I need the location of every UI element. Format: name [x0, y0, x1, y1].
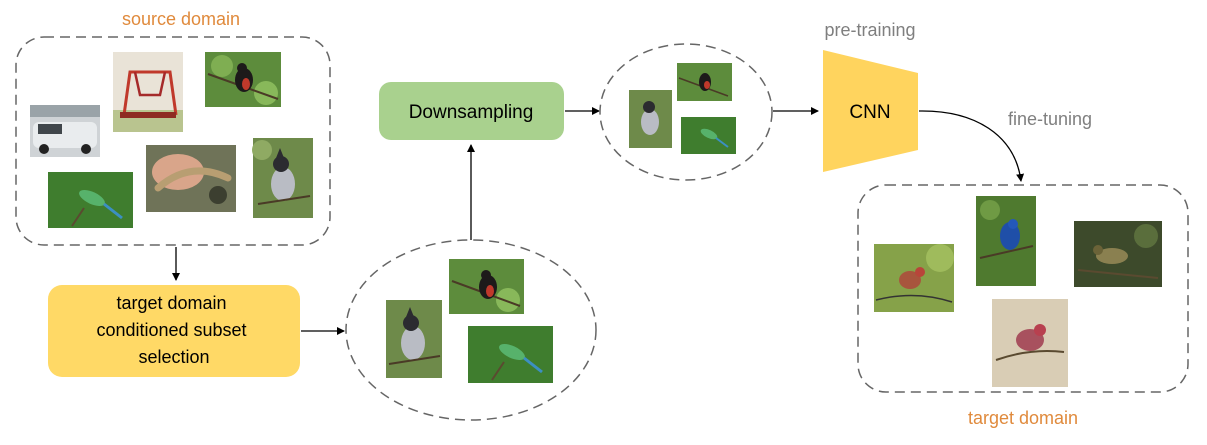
subset-label-line2: conditioned subset: [96, 320, 246, 340]
downsampling-box: [379, 82, 564, 140]
target-domain-box: [857, 184, 1189, 393]
cnn-label: CNN: [849, 102, 890, 123]
source-domain-label: source domain: [122, 9, 240, 29]
subset-selection-box: [48, 285, 300, 377]
car-photo: [30, 105, 100, 157]
selected-subset-ellipse: [345, 239, 597, 421]
fitness-equipment-photo: [113, 52, 183, 132]
fine-tuning-label: fine-tuning: [1008, 109, 1092, 129]
purple-finch-photo: [992, 299, 1068, 387]
downsampled-green-bee-eater-photo: [681, 117, 736, 154]
green-bee-eater-photo: [48, 172, 133, 228]
selected-green-bee-eater-photo: [468, 326, 553, 383]
crested-tit-photo: [252, 138, 313, 218]
selected-crested-tit-photo: [386, 300, 442, 378]
source-domain-box: [15, 36, 331, 246]
subset-label-line1: target domain: [116, 293, 226, 313]
pre-training-label: pre-training: [824, 20, 915, 40]
downsampled-red-black-bird-photo: [677, 63, 732, 101]
red-black-bird-photo: [205, 52, 281, 107]
target-domain-label: target domain: [968, 408, 1078, 428]
indigo-bunting-photo: [976, 196, 1036, 286]
cnn-trapezoid: [823, 50, 918, 172]
downsampling-label: Downsampling: [409, 102, 534, 123]
arrow-cnn-to-target: [918, 110, 1025, 182]
house-finch-photo: [874, 244, 954, 312]
lizard-in-hand-photo: [146, 145, 236, 212]
downsampled-subset-ellipse: [599, 43, 773, 181]
downsampled-crested-tit-photo: [629, 90, 672, 148]
perched-bird-photo: [1074, 221, 1162, 287]
subset-selection-label: target domain conditioned subset selecti…: [96, 293, 251, 367]
selected-red-black-bird-photo: [449, 259, 524, 314]
subset-label-line3: selection: [138, 347, 209, 367]
